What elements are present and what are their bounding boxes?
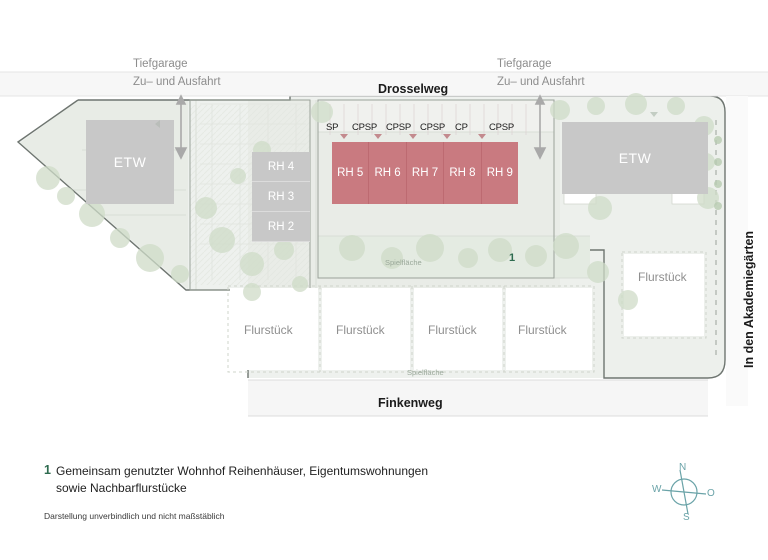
street-label-finkenweg: Finkenweg (378, 396, 443, 410)
parking-pointer-icon-2 (374, 134, 382, 139)
parking-label-cpsp-2: CPSP (386, 122, 412, 133)
compass-label-east: O (707, 488, 715, 499)
rowhouse-rh8[interactable]: RH 8 (444, 142, 482, 204)
parking-pointer-icon-4 (443, 134, 451, 139)
parking-label-cpsp-4: CPSP (489, 122, 515, 133)
parking-pointer-icon-3 (409, 134, 417, 139)
parking-label-cpsp-1: CPSP (352, 122, 378, 133)
compass-rose (661, 469, 707, 515)
rowhouse-label: RH 3 (267, 190, 295, 203)
playground-label-lower: Spielfläche (407, 368, 444, 377)
rowhouse-rh5[interactable]: RH 5 (332, 142, 370, 204)
garage-label-right-line1: Tiefgarage (497, 58, 552, 70)
garage-pointer-icon-left (155, 120, 160, 128)
garage-label-right-line2: Zu– und Ausfahrt (497, 76, 585, 88)
right-band-planting (714, 136, 722, 210)
building-label: ETW (618, 150, 652, 166)
parcel-label-1: Flurstück (244, 323, 293, 337)
legend-text: Gemeinsam genutzter Wohnhof Reihenhäuser… (56, 464, 429, 495)
rowhouse-label: RH 8 (449, 167, 476, 179)
parcel-label-3: Flurstück (428, 323, 477, 337)
street-label-akademiegaerten: In den Akademiegärten (742, 230, 756, 368)
garage-label-left-line1: Tiefgarage (133, 58, 188, 70)
garage-label-left-line2: Zu– und Ausfahrt (133, 76, 221, 88)
parcel-label-2: Flurstück (336, 323, 385, 337)
rowhouse-rh6[interactable]: RH 6 (369, 142, 407, 204)
compass-label-south: S (683, 512, 690, 523)
rowhouse-label: RH 5 (337, 167, 364, 179)
rowhouse-block-red: RH 5 RH 6 RH 7 RH 8 RH 9 (332, 142, 518, 204)
finkenweg-band (248, 379, 708, 417)
parcel-label-4: Flurstück (518, 323, 567, 337)
parcel-label-right: Flurstück (638, 270, 687, 284)
building-etw-left[interactable]: ETW (86, 120, 174, 204)
playground-label-upper: Spielfläche (385, 258, 422, 267)
parking-pointer-icon-1 (340, 134, 348, 139)
building-etw-right[interactable]: ETW (562, 122, 708, 194)
garage-arrow-right (533, 94, 547, 160)
rowhouse-label: RH 7 (411, 167, 439, 179)
compass-label-west: W (652, 484, 662, 495)
building-label: ETW (113, 154, 147, 170)
parking-label-cpsp-3: CPSP (420, 122, 446, 133)
parcel-lots (230, 254, 704, 370)
rowhouse-label: RH 4 (267, 160, 295, 173)
parking-label-cp-1: CP (455, 122, 468, 133)
drosselweg-band (0, 71, 768, 97)
garage-pointer-icon-right (650, 112, 658, 117)
garage-arrow-left (174, 94, 188, 160)
compass-label-north: N (679, 462, 687, 473)
parking-label-sp-1: SP (326, 122, 339, 133)
garage-entry-boxes (563, 191, 705, 205)
rowhouse-rh9[interactable]: RH 9 (482, 142, 518, 204)
legend-note: Darstellung unverbindlich und nicht maßs… (44, 511, 225, 521)
rowhouse-label: RH 2 (267, 220, 295, 233)
rowhouse-rh3[interactable]: RH 3 (252, 182, 310, 212)
rowhouse-rh4[interactable]: RH 4 (252, 152, 310, 182)
parking-pointer-icon-5 (478, 134, 486, 139)
parcel-dashed-boundaries (227, 251, 707, 373)
rowhouse-label: RH 6 (374, 167, 401, 179)
rowhouse-label: RH 9 (486, 167, 513, 179)
rowhouse-rh2[interactable]: RH 2 (252, 212, 310, 242)
legend-number: 1 (44, 463, 51, 477)
akademiegaerten-band (726, 96, 748, 406)
street-label-drosselweg: Drosselweg (378, 82, 449, 96)
courtyard-marker: 1 (509, 252, 516, 264)
rowhouse-rh7[interactable]: RH 7 (407, 142, 445, 204)
